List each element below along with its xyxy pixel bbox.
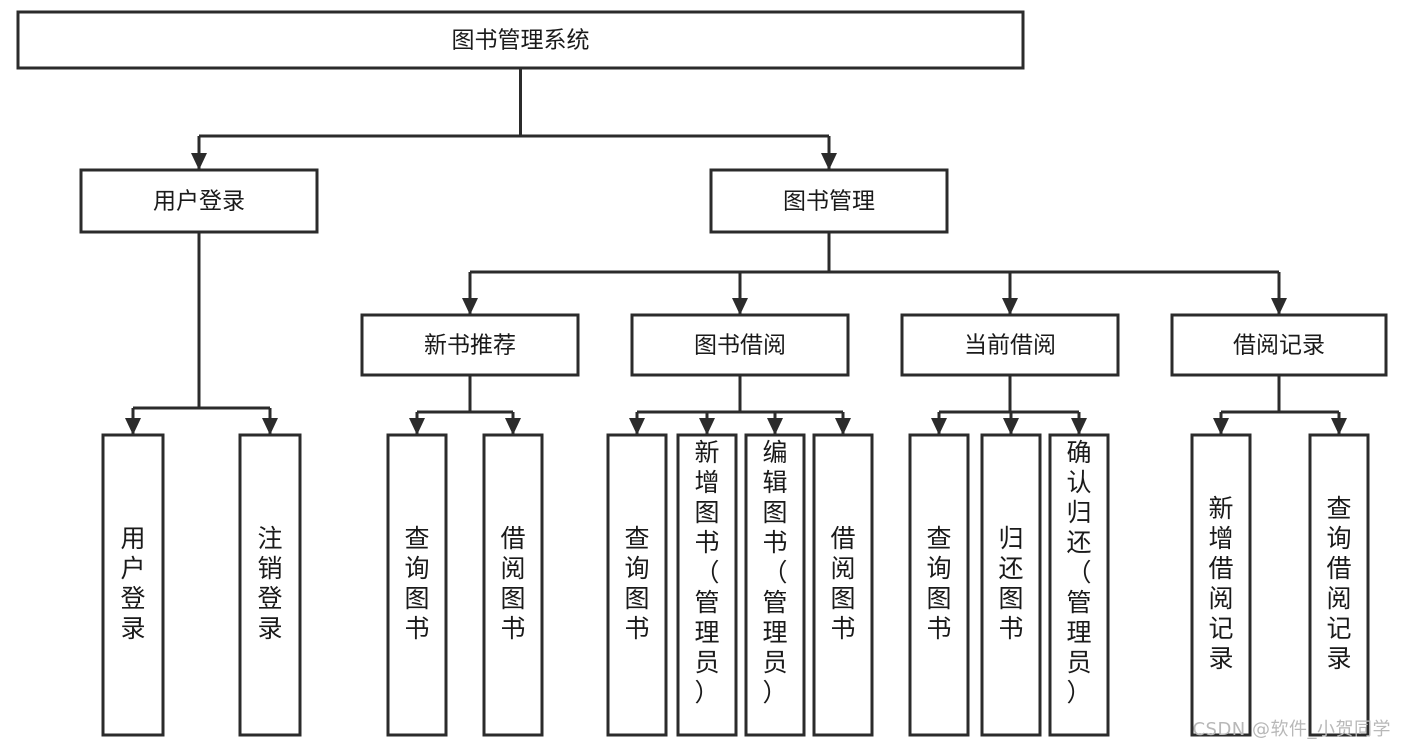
node-book-borrow[interactable]: 图书借阅: [630, 313, 850, 377]
csdn-watermark: CSDN @软件_小贺同学: [1192, 719, 1391, 740]
leaf-leaf-query-book-current[interactable]: 查询图书: [908, 433, 970, 737]
leaf-leaf-confirm-return-admin[interactable]: 确认归还（管理员）: [1048, 433, 1110, 737]
leaf-leaf-query-book-borrow[interactable]: 查询图书: [606, 433, 668, 737]
leaf-label-leaf-query-book-borrow: 查询图书: [624, 524, 649, 643]
arrow-head-icon: [1003, 418, 1019, 435]
leaf-label-leaf-query-book-recommend: 查询图书: [404, 524, 429, 643]
leaf-label-leaf-add-borrow-record: 新增借阅记录: [1208, 494, 1233, 673]
leaf-box-leaf-query-book-recommend[interactable]: [386, 433, 448, 737]
node-label-book-management: 图书管理: [783, 189, 875, 215]
arrow-head-icon: [1213, 418, 1229, 435]
node-box-book-management[interactable]: [709, 168, 949, 234]
arrow-head-icon: [409, 418, 425, 435]
leaf-box-leaf-add-book-admin[interactable]: [676, 433, 738, 737]
arrow-head-icon: [629, 418, 645, 435]
leaf-label-leaf-borrow-book: 借阅图书: [830, 524, 855, 643]
leaf-box-leaf-query-borrow-record[interactable]: [1308, 433, 1370, 737]
leaf-leaf-logout-login[interactable]: 注销登录: [238, 433, 302, 737]
arrow-head-icon: [1002, 298, 1018, 315]
leaf-box-leaf-return-book[interactable]: [980, 433, 1042, 737]
boxes-layer: 图书管理系统用户登录图书管理新书推荐图书借阅当前借阅借阅记录用户登录注销登录查询…: [16, 10, 1388, 737]
leaf-box-leaf-confirm-return-admin[interactable]: [1048, 433, 1110, 737]
leaf-label-leaf-edit-book-admin: 编辑图书（管理员）: [762, 438, 787, 707]
leaf-box-leaf-query-book-borrow[interactable]: [606, 433, 668, 737]
node-borrow-record[interactable]: 借阅记录: [1170, 313, 1388, 377]
node-box-current-borrow[interactable]: [900, 313, 1120, 377]
leaf-box-leaf-edit-book-admin[interactable]: [744, 433, 806, 737]
leaf-leaf-return-book[interactable]: 归还图书: [980, 433, 1042, 737]
node-box-user-login[interactable]: [79, 168, 319, 234]
node-label-borrow-record: 借阅记录: [1233, 333, 1325, 359]
arrow-head-icon: [1271, 298, 1287, 315]
leaf-leaf-user-login[interactable]: 用户登录: [101, 433, 165, 737]
arrow-head-icon: [767, 418, 783, 435]
node-box-book-borrow[interactable]: [630, 313, 850, 377]
node-new-book-recommend[interactable]: 新书推荐: [360, 313, 580, 377]
arrow-head-icon: [262, 418, 278, 435]
arrow-head-icon: [1071, 418, 1087, 435]
leaf-leaf-add-borrow-record[interactable]: 新增借阅记录: [1190, 433, 1252, 737]
arrow-head-icon: [125, 418, 141, 435]
arrow-head-icon: [462, 298, 478, 315]
node-current-borrow[interactable]: 当前借阅: [900, 313, 1120, 377]
leaf-box-leaf-borrow-book[interactable]: [812, 433, 874, 737]
leaf-label-leaf-confirm-return-admin: 确认归还（管理员）: [1066, 438, 1091, 707]
leaf-label-leaf-query-borrow-record: 查询借阅记录: [1326, 494, 1351, 673]
arrow-head-icon: [505, 418, 521, 435]
leaf-label-leaf-query-book-current: 查询图书: [926, 524, 951, 643]
node-label-user-login: 用户登录: [153, 189, 245, 215]
node-user-login[interactable]: 用户登录: [79, 168, 319, 234]
leaf-box-leaf-query-book-current[interactable]: [908, 433, 970, 737]
node-label-new-book-recommend: 新书推荐: [424, 333, 516, 359]
leaf-leaf-add-book-admin[interactable]: 新增图书（管理员）: [676, 433, 738, 737]
leaf-label-leaf-borrow-book-recommend: 借阅图书: [500, 524, 525, 643]
arrow-head-icon: [821, 153, 837, 170]
node-label-book-borrow: 图书借阅: [694, 333, 786, 359]
node-book-management[interactable]: 图书管理: [709, 168, 949, 234]
node-box-undefined[interactable]: [16, 10, 1025, 70]
connectors-layer: [125, 68, 1347, 435]
leaf-leaf-query-borrow-record[interactable]: 查询借阅记录: [1308, 433, 1370, 737]
leaf-box-leaf-logout-login[interactable]: [238, 433, 302, 737]
leaf-leaf-query-book-recommend[interactable]: 查询图书: [386, 433, 448, 737]
leaf-leaf-edit-book-admin[interactable]: 编辑图书（管理员）: [744, 433, 806, 737]
arrow-head-icon: [191, 153, 207, 170]
node-box-borrow-record[interactable]: [1170, 313, 1388, 377]
arrow-head-icon: [1331, 418, 1347, 435]
node-box-new-book-recommend[interactable]: [360, 313, 580, 377]
node-label-undefined: 图书管理系统: [452, 28, 590, 54]
leaf-box-leaf-user-login[interactable]: [101, 433, 165, 737]
node-undefined[interactable]: 图书管理系统: [16, 10, 1025, 70]
leaf-leaf-borrow-book[interactable]: 借阅图书: [812, 433, 874, 737]
arrow-head-icon: [732, 298, 748, 315]
arrow-head-icon: [931, 418, 947, 435]
leaf-label-leaf-return-book: 归还图书: [998, 524, 1023, 643]
arrow-head-icon: [699, 418, 715, 435]
leaf-label-leaf-add-book-admin: 新增图书（管理员）: [694, 438, 719, 707]
arrow-head-icon: [835, 418, 851, 435]
node-label-current-borrow: 当前借阅: [964, 333, 1056, 359]
leaf-box-leaf-add-borrow-record[interactable]: [1190, 433, 1252, 737]
leaf-box-leaf-borrow-book-recommend[interactable]: [482, 433, 544, 737]
leaf-label-leaf-user-login: 用户登录: [120, 524, 145, 643]
leaf-label-leaf-logout-login: 注销登录: [257, 524, 282, 643]
leaf-leaf-borrow-book-recommend[interactable]: 借阅图书: [482, 433, 544, 737]
